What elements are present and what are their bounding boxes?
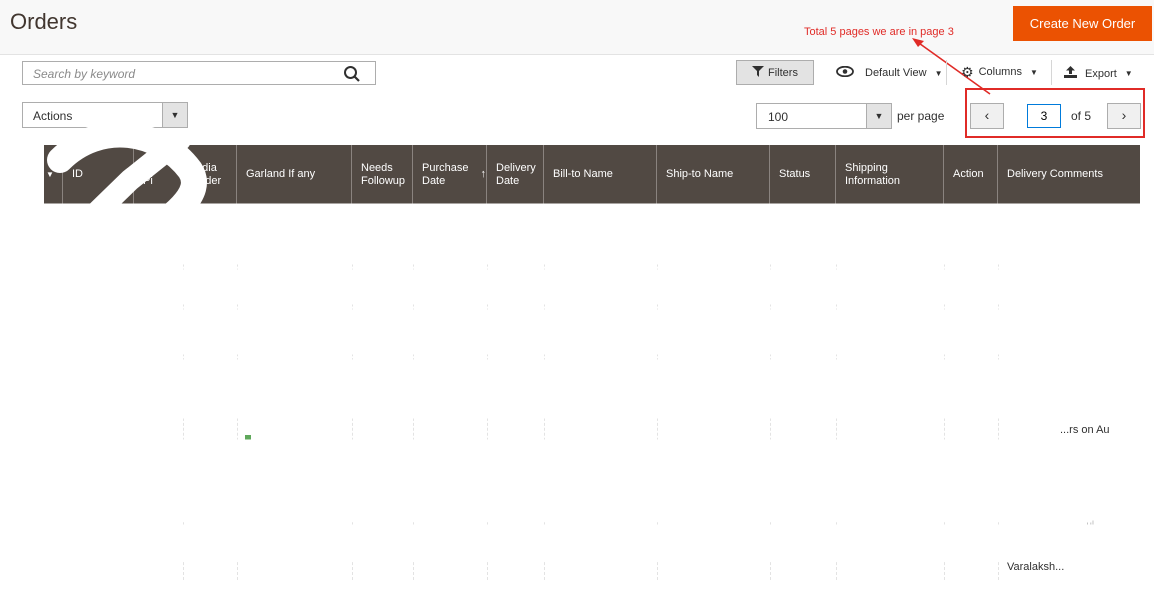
export-dropdown[interactable]: Export ▼ xyxy=(1064,66,1133,81)
per-page-label: per page xyxy=(897,109,945,123)
delivery-comment-fragment: Varalaksh... xyxy=(1007,561,1065,573)
search-icon[interactable] xyxy=(343,65,361,88)
sort-ascending-icon: ↑ xyxy=(480,168,487,180)
chevron-down-icon: ▼ xyxy=(866,104,891,128)
columns-dropdown[interactable]: ⚙ Columns ▼ xyxy=(961,63,1038,80)
grid-body xyxy=(44,204,1140,580)
create-new-order-button[interactable]: Create New Order xyxy=(1013,6,1152,41)
total-pages-label: of 5 xyxy=(1071,109,1092,123)
export-icon xyxy=(1064,66,1077,81)
toolbar-divider xyxy=(1051,60,1052,85)
column-divider xyxy=(183,204,184,580)
column-header-store[interactable]: St Pi xyxy=(134,145,184,204)
page-annotation: Total 5 pages we are in page 3 xyxy=(804,26,954,38)
eye-icon xyxy=(836,65,854,80)
gear-icon: ⚙ xyxy=(961,63,974,80)
chevron-down-icon: ▼ xyxy=(46,170,54,179)
filters-label: Filters xyxy=(768,66,798,79)
page-title: Orders xyxy=(10,9,78,34)
grid-header: ▼ ID St Pi India Order Garland If any Ne… xyxy=(44,145,1140,204)
delivery-comment-fragment: ...ul... xyxy=(1078,520,1103,531)
column-header-purchase-date[interactable]: Purchase Date ↑ xyxy=(413,145,487,204)
column-header-bill-to-name[interactable]: Bill-to Name xyxy=(544,145,657,204)
column-header-shipping-information[interactable]: Shipping Information xyxy=(836,145,944,204)
column-divider xyxy=(544,204,545,580)
column-header-action[interactable]: Action xyxy=(944,145,998,204)
actions-dropdown[interactable]: Actions ▼ xyxy=(22,102,188,128)
chevron-down-icon: ▼ xyxy=(1124,69,1133,78)
column-divider xyxy=(944,204,945,580)
per-page-value: 100 xyxy=(768,110,789,124)
column-divider xyxy=(657,204,658,580)
column-header-delivery-date[interactable]: Delivery Date xyxy=(487,145,544,204)
column-header-needs-followup[interactable]: Needs Followup xyxy=(352,145,413,204)
column-divider xyxy=(998,204,999,580)
column-header-india-order[interactable]: India Order xyxy=(184,145,237,204)
next-page-button[interactable]: › xyxy=(1107,103,1141,129)
search-box[interactable] xyxy=(22,61,376,85)
chevron-down-icon: ▼ xyxy=(1029,67,1038,77)
column-header-ship-to-name[interactable]: Ship-to Name xyxy=(657,145,770,204)
actions-label: Actions xyxy=(33,109,73,123)
column-divider xyxy=(487,204,488,580)
column-header-delivery-comments[interactable]: Delivery Comments xyxy=(1007,168,1103,180)
default-view-label: Default View xyxy=(865,67,927,79)
funnel-icon xyxy=(752,65,765,80)
page-header xyxy=(0,0,1154,55)
export-label: Export xyxy=(1085,67,1117,80)
chevron-down-icon: ▼ xyxy=(162,103,187,127)
column-divider xyxy=(352,204,353,580)
column-header-id[interactable]: ID xyxy=(63,145,134,204)
current-page-input[interactable] xyxy=(1027,104,1061,128)
column-divider xyxy=(413,204,414,580)
column-header-status[interactable]: Status xyxy=(770,145,836,204)
delivery-comment-fragment: ...rs on Au xyxy=(1060,424,1110,436)
column-divider xyxy=(237,204,238,580)
default-view-dropdown[interactable]: Default View ▼ xyxy=(836,65,943,80)
select-all-checkbox[interactable]: ▼ xyxy=(44,145,63,204)
product-thumbnail xyxy=(245,435,251,441)
search-input[interactable] xyxy=(31,65,335,83)
filters-button[interactable]: Filters xyxy=(736,60,814,85)
column-header-garland[interactable]: Garland If any xyxy=(237,145,352,204)
pagination-highlight-box xyxy=(965,88,1145,138)
column-divider xyxy=(770,204,771,580)
toolbar-divider xyxy=(946,60,947,85)
previous-page-button[interactable]: ‹ xyxy=(970,103,1004,129)
column-divider xyxy=(836,204,837,580)
chevron-down-icon: ▼ xyxy=(934,68,943,78)
columns-label: Columns xyxy=(978,66,1022,78)
per-page-select[interactable]: 100 ▼ xyxy=(756,103,892,129)
